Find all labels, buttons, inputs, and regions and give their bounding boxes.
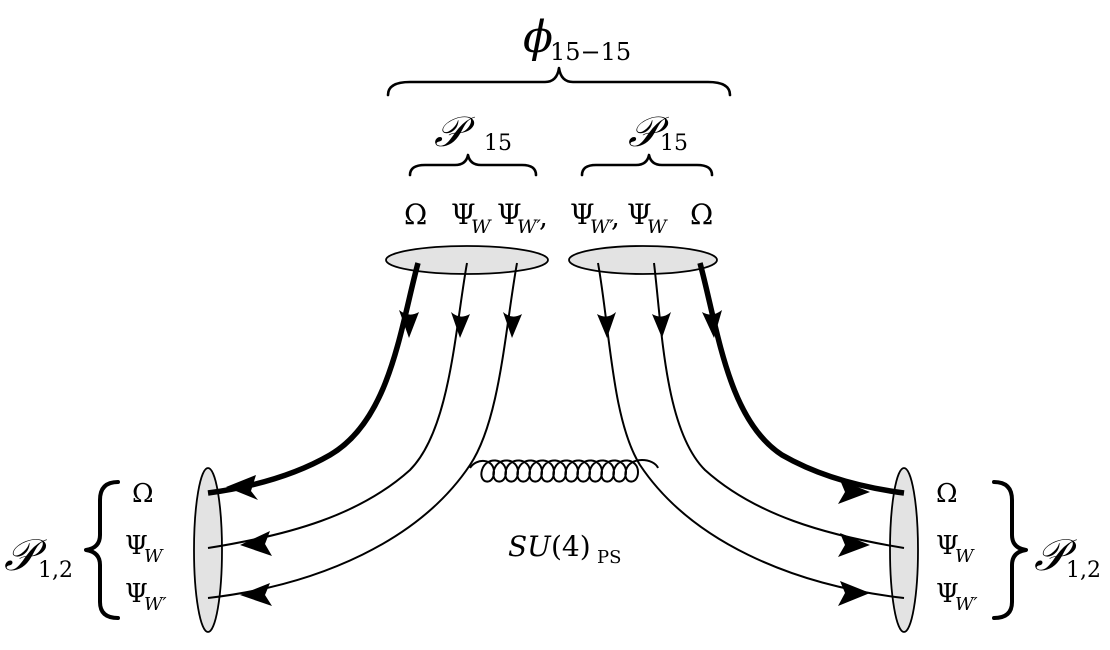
gluon-coil-icon: [469, 459, 659, 483]
p15-right-subscript: 15: [660, 131, 688, 156]
top-right-omega: Ω: [690, 198, 713, 231]
arrow-icon: [240, 531, 272, 556]
arrow-icon: [240, 583, 272, 606]
top-outer-brace-icon: [386, 66, 732, 97]
arrow-icon: [399, 310, 419, 338]
left-side-psi-w-sub: W: [144, 546, 164, 567]
right-omega-line: [697, 262, 905, 496]
left-omega-line: [207, 262, 421, 496]
left-side-omega: Ω: [132, 479, 154, 509]
right-side-psi-wp: Ψ: [936, 579, 959, 609]
arrow-icon: [652, 312, 671, 338]
top-right-psi-w: Ψ: [627, 198, 652, 231]
gluon-label-arg: (4): [551, 530, 591, 563]
left-side-ellipse-icon: [193, 467, 223, 633]
right-side-brace-icon: [992, 480, 1028, 620]
top-left-psi-w: Ψ: [451, 198, 476, 231]
left-side-psi-w: Ψ: [125, 531, 148, 561]
right-p12-subscript: 1,2: [1066, 558, 1101, 583]
p15-left-symbol: 𝒫: [434, 107, 475, 156]
top-left-omega: Ω: [404, 198, 427, 231]
arrow-icon: [597, 312, 616, 338]
arrow-icon: [838, 581, 870, 606]
left-side-psi-wp: Ψ: [125, 579, 148, 609]
left-side-psi-wp-sub: W′: [144, 594, 167, 615]
p15-left-subscript: 15: [484, 131, 512, 156]
right-side-psi-wp-sub: W′: [955, 594, 978, 615]
p15-right-brace-icon: [580, 153, 714, 177]
p15-left-brace-icon: [408, 153, 538, 177]
right-side-psi-w: Ψ: [936, 531, 959, 561]
top-left-ellipse-icon: [385, 245, 549, 275]
arrow-icon: [838, 480, 870, 504]
arrow-icon: [503, 312, 522, 338]
arrow-icon: [226, 475, 258, 500]
right-side-ellipse-icon: [889, 467, 919, 633]
top-right-comma: ,: [611, 200, 620, 233]
gluon-label-subscript: PS: [597, 547, 621, 568]
top-left-comma: ,: [539, 200, 548, 233]
left-p12-subscript: 1,2: [38, 558, 73, 583]
gluon-label-main: SU: [508, 530, 552, 563]
top-left-psi-wp-sub: W′: [517, 216, 542, 238]
arrow-icon: [838, 533, 870, 557]
right-side-omega: Ω: [936, 479, 958, 509]
top-right-psi-wp-sub: W′: [590, 216, 615, 238]
left-psi-w-line: [207, 262, 468, 549]
right-psi-w-line: [653, 262, 905, 549]
left-side-brace-icon: [84, 480, 120, 620]
arrow-icon: [451, 312, 470, 338]
top-right-psi-wp: Ψ: [570, 198, 595, 231]
right-psi-wp-line: [597, 262, 905, 599]
right-side-psi-w-sub: W: [955, 546, 975, 567]
top-right-psi-w-sub: W: [647, 216, 668, 238]
phi-subscript: 15−15: [550, 38, 631, 66]
arrow-icon: [702, 310, 722, 338]
top-right-ellipse-icon: [568, 245, 718, 275]
top-left-psi-wp: Ψ: [497, 198, 522, 231]
top-left-psi-w-sub: W: [471, 216, 492, 238]
left-psi-wp-line: [207, 262, 518, 599]
phi-symbol: ϕ: [523, 12, 553, 63]
